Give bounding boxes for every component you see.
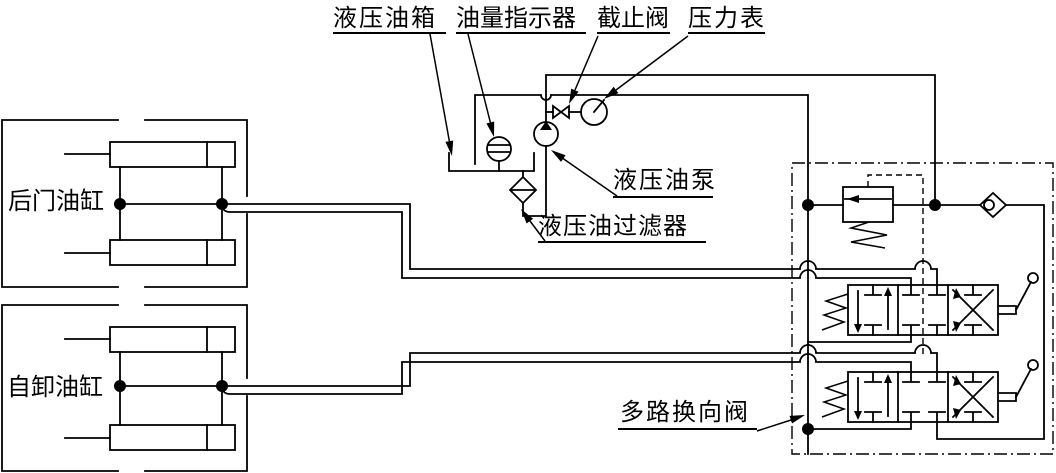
check-valve-symbol xyxy=(936,191,1045,440)
directional-valve-2 xyxy=(821,359,1039,423)
leader-lines xyxy=(429,33,805,432)
junction-dots xyxy=(114,198,941,435)
label-multiway-valve: 多路换向阀 xyxy=(620,399,750,426)
directional-valve-1 xyxy=(821,272,1039,336)
pipe-dump-a xyxy=(119,344,938,387)
pressure-line xyxy=(545,74,936,206)
rear-door-cylinder-box xyxy=(1,119,248,288)
label-hydraulic-oil-filter: 液压油过滤器 xyxy=(538,213,688,240)
return-line xyxy=(474,94,809,206)
underline-oil-level-indicator xyxy=(456,32,586,34)
label-rear-door-cylinder: 后门油缸 xyxy=(8,188,104,215)
relief-valve-symbol xyxy=(807,174,981,358)
underline-hydraulic-pump xyxy=(613,196,713,198)
oil-level-indicator-symbol xyxy=(486,136,512,172)
pressure-gauge-symbol xyxy=(580,98,608,126)
oil-filter-symbol xyxy=(508,145,547,217)
label-stop-valve: 截止阀 xyxy=(597,5,669,32)
valve-block-enclosure xyxy=(791,162,1054,455)
pump-symbol xyxy=(533,121,559,147)
label-hydraulic-tank: 液压油箱 xyxy=(333,5,437,32)
label-oil-level-indicator: 油量指示器 xyxy=(456,5,576,32)
underline-pressure-gauge xyxy=(688,32,765,34)
block-internal-piping xyxy=(807,204,912,455)
underline-hydraulic-oil-filter xyxy=(538,241,706,243)
oil-tank-symbol xyxy=(448,152,535,172)
pipe-rear-door-a xyxy=(119,203,938,286)
underline-stop-valve xyxy=(597,32,670,34)
underline-multiway-valve xyxy=(618,428,757,430)
dump-cylinder-box xyxy=(1,304,248,472)
label-hydraulic-pump: 液压油泵 xyxy=(613,167,717,194)
underline-hydraulic-tank xyxy=(333,32,446,34)
label-pressure-gauge: 压力表 xyxy=(688,5,766,32)
label-dump-cylinder: 自卸油缸 xyxy=(7,374,103,401)
stop-valve-symbol xyxy=(545,104,582,120)
